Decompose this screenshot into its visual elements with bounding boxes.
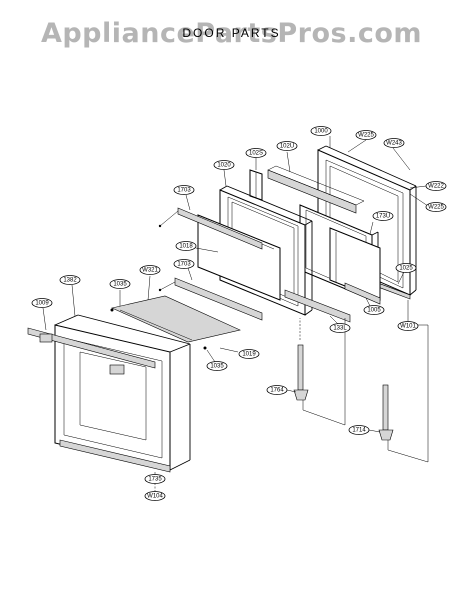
svg-text:1019: 1019 <box>242 352 256 358</box>
glass-panel-1006 <box>329 227 381 305</box>
part-label-102s: 102S <box>245 148 267 158</box>
part-label-1025: 1025 <box>395 263 417 273</box>
watermark-text: AppliancePartsPros.com <box>40 18 423 49</box>
svg-text:W104: W104 <box>147 494 163 500</box>
part-label-1764: 1764 <box>266 385 297 395</box>
part-label-133l: 133L <box>329 323 351 333</box>
svg-text:1714: 1714 <box>352 428 366 434</box>
part-label-1714: 1714 <box>348 425 381 435</box>
part-label-1006: 1005 <box>363 305 385 315</box>
svg-text:133L: 133L <box>333 326 347 332</box>
part-label-1703-bottom: 1703 <box>173 259 195 269</box>
side-trim-102s <box>249 169 263 201</box>
svg-text:1025: 1025 <box>399 266 413 272</box>
outer-front-door <box>27 314 191 473</box>
svg-text:1018: 1018 <box>179 244 193 250</box>
svg-text:1020: 1020 <box>217 163 231 169</box>
part-label-w243: W243 <box>383 138 405 148</box>
svg-text:W225: W225 <box>358 133 374 139</box>
part-label-102u: 102U <box>276 141 298 151</box>
svg-text:102U: 102U <box>280 144 294 150</box>
svg-text:1000: 1000 <box>314 129 328 135</box>
svg-text:W321: W321 <box>142 268 158 274</box>
hinge-1764 <box>293 318 346 426</box>
svg-text:1735: 1735 <box>148 477 162 483</box>
part-label-w222: W222 <box>425 181 447 191</box>
part-label-w104: W104 <box>144 491 166 501</box>
leader-lines <box>42 136 429 492</box>
svg-text:1703: 1703 <box>177 262 191 268</box>
part-label-1019: 1019 <box>238 349 260 359</box>
part-label-1035-top: 1035 <box>109 279 131 289</box>
part-label-1703-top: 1703 <box>173 185 195 195</box>
part-label-w321: W321 <box>139 265 161 275</box>
top-bracket-1703 <box>158 207 263 250</box>
svg-text:1382: 1382 <box>63 278 77 284</box>
svg-text:1005: 1005 <box>367 308 381 314</box>
svg-text:173U: 173U <box>376 214 390 220</box>
svg-text:W101: W101 <box>400 324 416 330</box>
part-label-w225-top: W225 <box>355 130 377 140</box>
part-label-1000: 1000 <box>310 126 332 136</box>
svg-text:1009: 1009 <box>35 301 49 307</box>
svg-text:W222: W222 <box>428 184 444 190</box>
svg-text:1035: 1035 <box>210 364 224 370</box>
part-label-1035-bottom: 1035 <box>206 361 228 371</box>
svg-text:1035: 1035 <box>113 282 127 288</box>
part-label-1020: 1020 <box>213 160 235 170</box>
part-label-w101: W101 <box>397 321 419 331</box>
part-label-w225-right: W225 <box>425 202 447 212</box>
bottom-bracket-1703 <box>158 277 263 321</box>
part-label-1382: 1382 <box>59 275 81 285</box>
part-label-1735: 1735 <box>144 474 166 484</box>
svg-text:1764: 1764 <box>270 388 284 394</box>
bottom-trim-133l <box>284 289 351 323</box>
hinge-bracket-w321 <box>110 295 241 350</box>
svg-text:102S: 102S <box>249 151 263 157</box>
svg-text:W243: W243 <box>386 141 402 147</box>
top-trim-102u <box>267 165 365 214</box>
svg-text:W225: W225 <box>428 205 444 211</box>
svg-text:1703: 1703 <box>177 188 191 194</box>
part-label-1009: 1009 <box>31 298 53 308</box>
hinge-1714 <box>378 324 429 463</box>
part-label-173u: 173U <box>372 211 394 221</box>
part-label-1018: 1018 <box>175 241 197 251</box>
diagram-title: DOOR PARTS <box>182 26 281 40</box>
